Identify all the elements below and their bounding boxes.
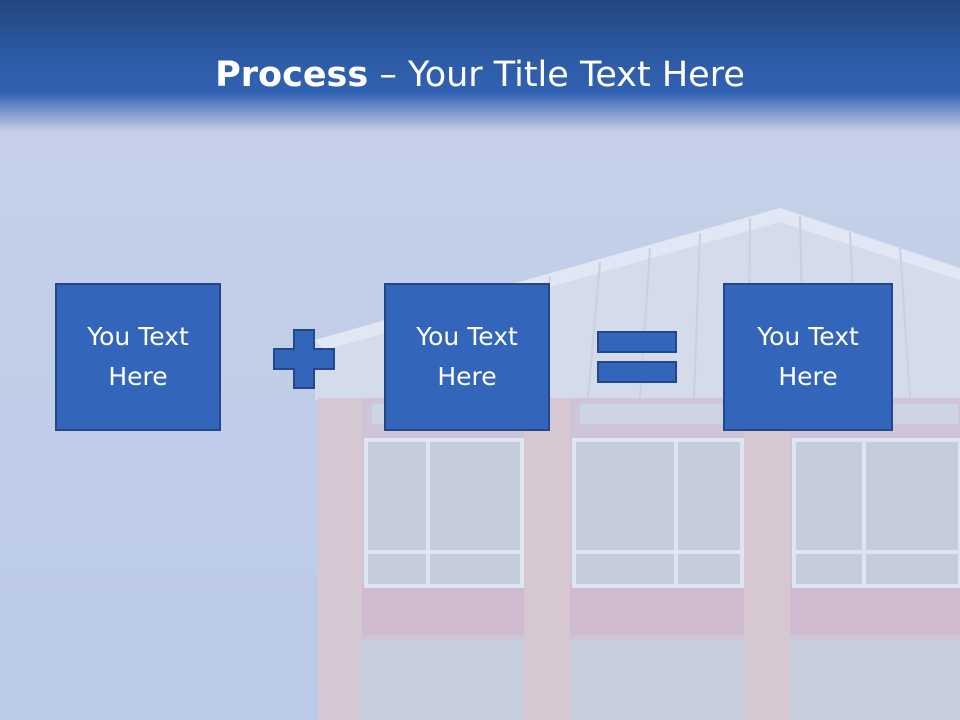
plus-icon xyxy=(273,329,335,389)
title-bold: Process xyxy=(215,55,369,95)
process-box-3-text: You Text Here xyxy=(757,322,859,391)
process-box-2-text: You Text Here xyxy=(416,322,518,391)
process-box-3[interactable]: You Text Here xyxy=(723,283,893,431)
equals-icon xyxy=(597,331,677,383)
process-box-1-text: You Text Here xyxy=(87,322,189,391)
title-rest: – Your Title Text Here xyxy=(368,55,745,95)
title-band xyxy=(0,0,960,132)
process-box-1[interactable]: You Text Here xyxy=(55,283,221,431)
slide-title: Process – Your Title Text Here xyxy=(0,54,960,96)
process-box-2[interactable]: You Text Here xyxy=(384,283,550,431)
